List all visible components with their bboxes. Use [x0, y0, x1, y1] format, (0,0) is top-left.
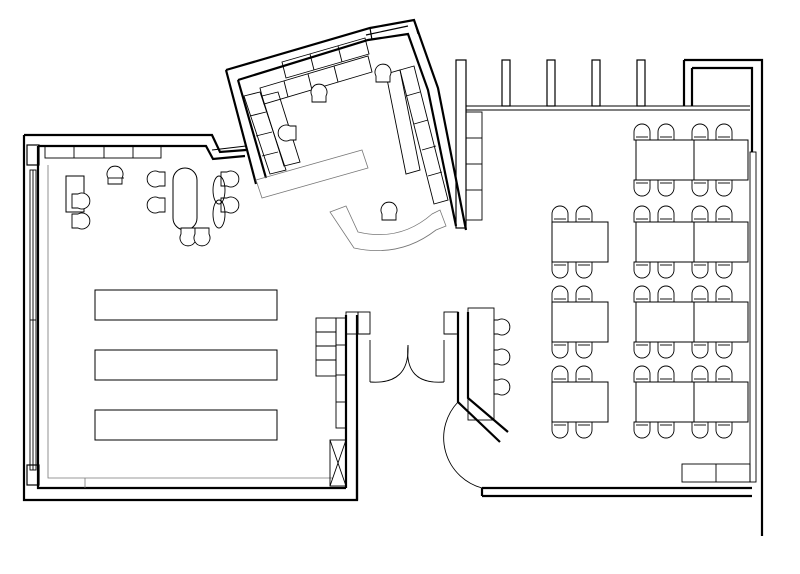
table-group-oval [146, 167, 240, 247]
dining-tables-right [635, 139, 749, 423]
table-group-upper-left [65, 165, 124, 230]
chair [575, 205, 593, 223]
chair [715, 261, 733, 279]
long-table-1 [94, 289, 278, 321]
chair [310, 83, 328, 103]
chair [715, 421, 733, 439]
left-cabinets [243, 91, 301, 175]
chair [551, 205, 569, 223]
chair [575, 261, 593, 279]
double-door [358, 333, 456, 383]
dining-shelf [465, 111, 483, 221]
chair [633, 123, 651, 141]
chair [691, 365, 709, 383]
chair [374, 63, 392, 83]
chair [657, 341, 675, 359]
chair [657, 421, 675, 439]
chair [657, 285, 675, 303]
chair [633, 341, 651, 359]
chair [715, 365, 733, 383]
chair [715, 341, 733, 359]
chair [551, 365, 569, 383]
serving-counter [329, 205, 447, 251]
long-table-3 [94, 409, 278, 441]
right-room [443, 58, 764, 536]
right-cabinets [385, 65, 449, 205]
top-counter [44, 145, 162, 159]
chair [657, 205, 675, 223]
curved-wall [443, 401, 483, 489]
chair [575, 285, 593, 303]
dining-tables-middle [551, 221, 609, 423]
chair [691, 421, 709, 439]
long-table-2 [94, 349, 278, 381]
chair [657, 261, 675, 279]
chair [715, 179, 733, 197]
chair [633, 205, 651, 223]
chair [633, 365, 651, 383]
left-room [22, 133, 371, 502]
chair [633, 179, 651, 197]
shelf-unit [315, 317, 337, 377]
chair [691, 341, 709, 359]
chair [657, 123, 675, 141]
chair [380, 201, 398, 221]
bar-counter [467, 307, 495, 421]
rotated-room [211, 18, 468, 251]
chair [691, 285, 709, 303]
chair [633, 261, 651, 279]
chair [633, 285, 651, 303]
storage-box [329, 439, 347, 487]
chair [575, 341, 593, 359]
dining-chairs [551, 123, 733, 439]
chair [657, 179, 675, 197]
chair [715, 123, 733, 141]
chair [551, 341, 569, 359]
chair [715, 205, 733, 223]
chair [691, 179, 709, 197]
chair [575, 365, 593, 383]
chair [657, 365, 675, 383]
chair [551, 421, 569, 439]
chair [575, 421, 593, 439]
chair [551, 261, 569, 279]
island-counter [255, 149, 369, 199]
chair [691, 123, 709, 141]
chair [715, 285, 733, 303]
chair [691, 261, 709, 279]
chair [277, 124, 297, 142]
chair [691, 205, 709, 223]
chair [633, 421, 651, 439]
chair [551, 285, 569, 303]
